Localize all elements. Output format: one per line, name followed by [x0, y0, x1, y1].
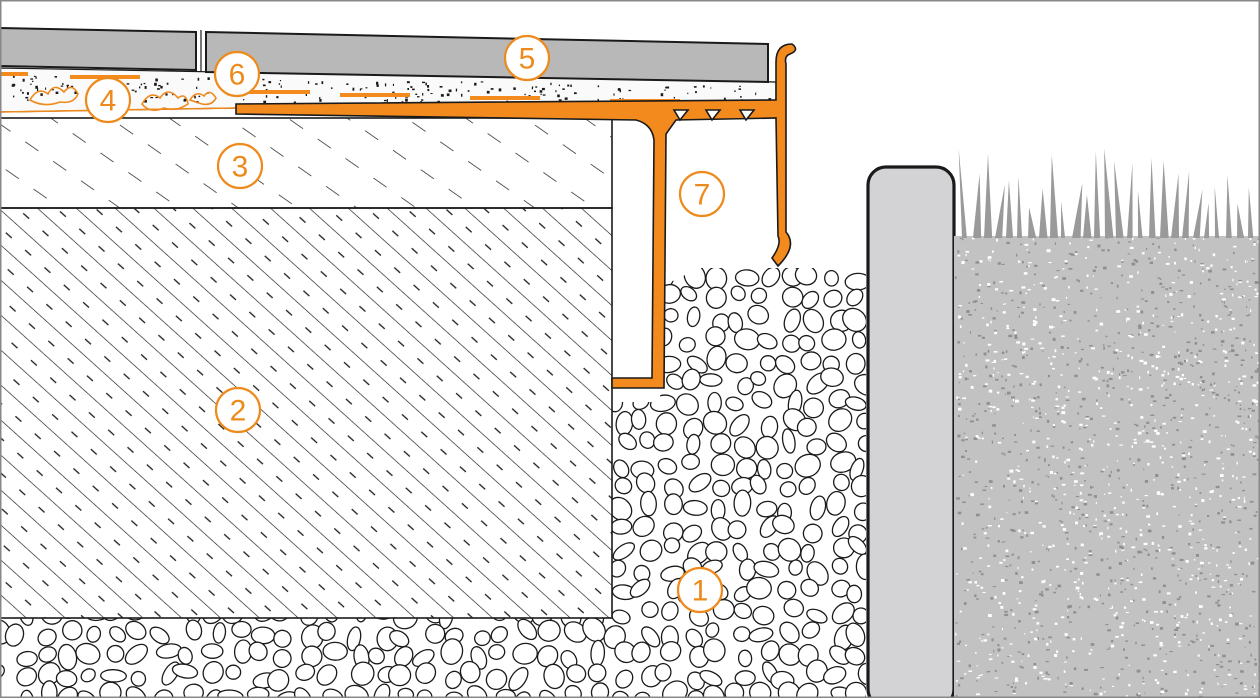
callout-circle [678, 170, 726, 218]
callout-circle [503, 34, 551, 82]
callout-screed-layer: 3 [216, 142, 264, 190]
grass [958, 148, 1254, 238]
callout-markers: 1 2 3 4 5 6 7 [84, 34, 726, 614]
callout-gravel-subbase: 1 [676, 566, 724, 614]
callout-drainage-mat: 4 [84, 76, 132, 124]
edge-stone [866, 165, 956, 698]
callout-label: 6 [229, 59, 246, 92]
edge-profile [235, 43, 797, 389]
callout-circle [216, 142, 264, 190]
callout-circle [676, 566, 724, 614]
soil [954, 236, 1260, 698]
callout-circle [84, 76, 132, 124]
callout-circle [213, 50, 261, 98]
screed-layer [0, 117, 613, 209]
callout-concrete-base: 2 [214, 386, 262, 434]
callout-circle [214, 386, 262, 434]
callout-tile-adhesive: 6 [213, 50, 261, 98]
floor-tile [0, 26, 769, 84]
callout-label: 5 [519, 43, 536, 76]
callout-label: 4 [100, 85, 117, 118]
callout-edge-profile: 7 [678, 170, 726, 218]
callout-label: 7 [694, 179, 711, 212]
concrete-base [0, 207, 613, 619]
callout-label: 3 [232, 151, 249, 184]
callout-floor-tile: 5 [503, 34, 551, 82]
callout-label: 1 [692, 575, 709, 608]
callout-label: 2 [230, 395, 247, 428]
